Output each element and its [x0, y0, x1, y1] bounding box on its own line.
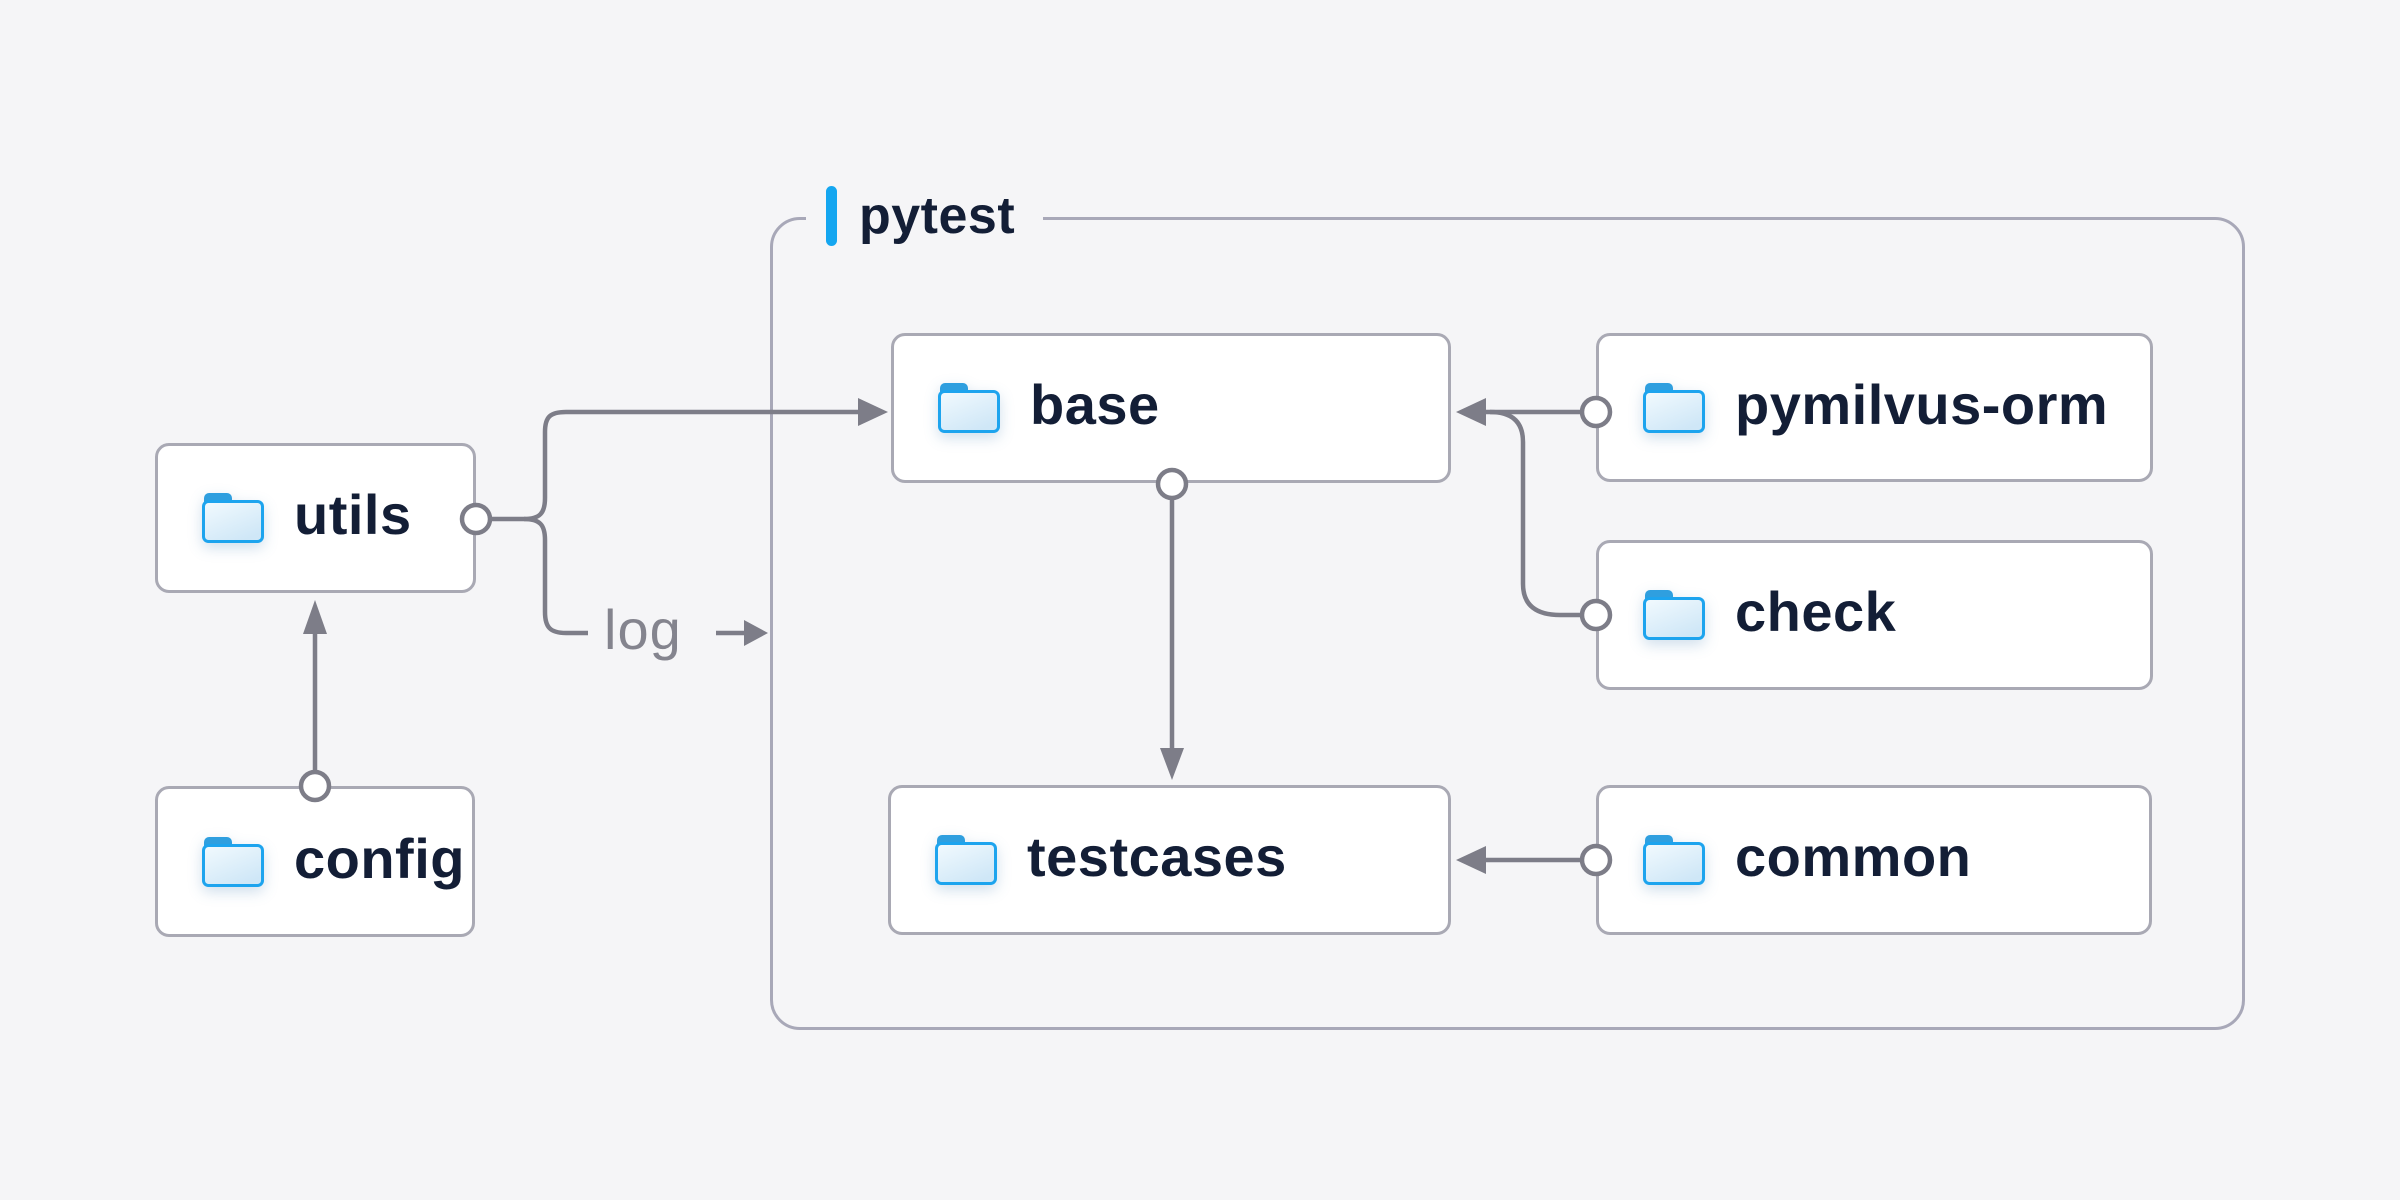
node-utils: utils — [155, 443, 476, 593]
folder-icon — [936, 381, 1002, 435]
node-label: base — [1030, 373, 1160, 436]
edge-utils-to-log — [523, 516, 588, 636]
node-testcases: testcases — [888, 785, 1451, 935]
folder-icon — [1641, 381, 1707, 435]
folder-icon — [1641, 588, 1707, 642]
folder-icon — [200, 835, 266, 889]
arrowhead-into-utils-bottom — [303, 600, 327, 634]
node-common: common — [1596, 785, 2152, 935]
node-label: pymilvus-orm — [1735, 372, 2109, 436]
arrowhead-log — [744, 620, 768, 646]
pytest-group-title: pytest — [859, 187, 1016, 245]
node-pymilvus-orm: pymilvus-orm — [1596, 333, 2153, 482]
pytest-group-label: pytest — [806, 183, 1044, 249]
node-base: base — [891, 333, 1451, 483]
accent-bar — [826, 186, 837, 246]
pytest-group-container — [770, 217, 2245, 1030]
node-label: common — [1735, 825, 1972, 888]
node-config: config — [155, 786, 475, 937]
folder-icon — [1641, 833, 1707, 887]
node-label: testcases — [1027, 825, 1287, 888]
node-check: check — [1596, 540, 2153, 690]
node-label: config — [294, 826, 465, 890]
node-label: utils — [294, 483, 412, 546]
folder-icon — [200, 491, 266, 545]
edge-label-log: log — [604, 598, 682, 661]
node-label: check — [1735, 580, 1897, 643]
folder-icon — [933, 833, 999, 887]
